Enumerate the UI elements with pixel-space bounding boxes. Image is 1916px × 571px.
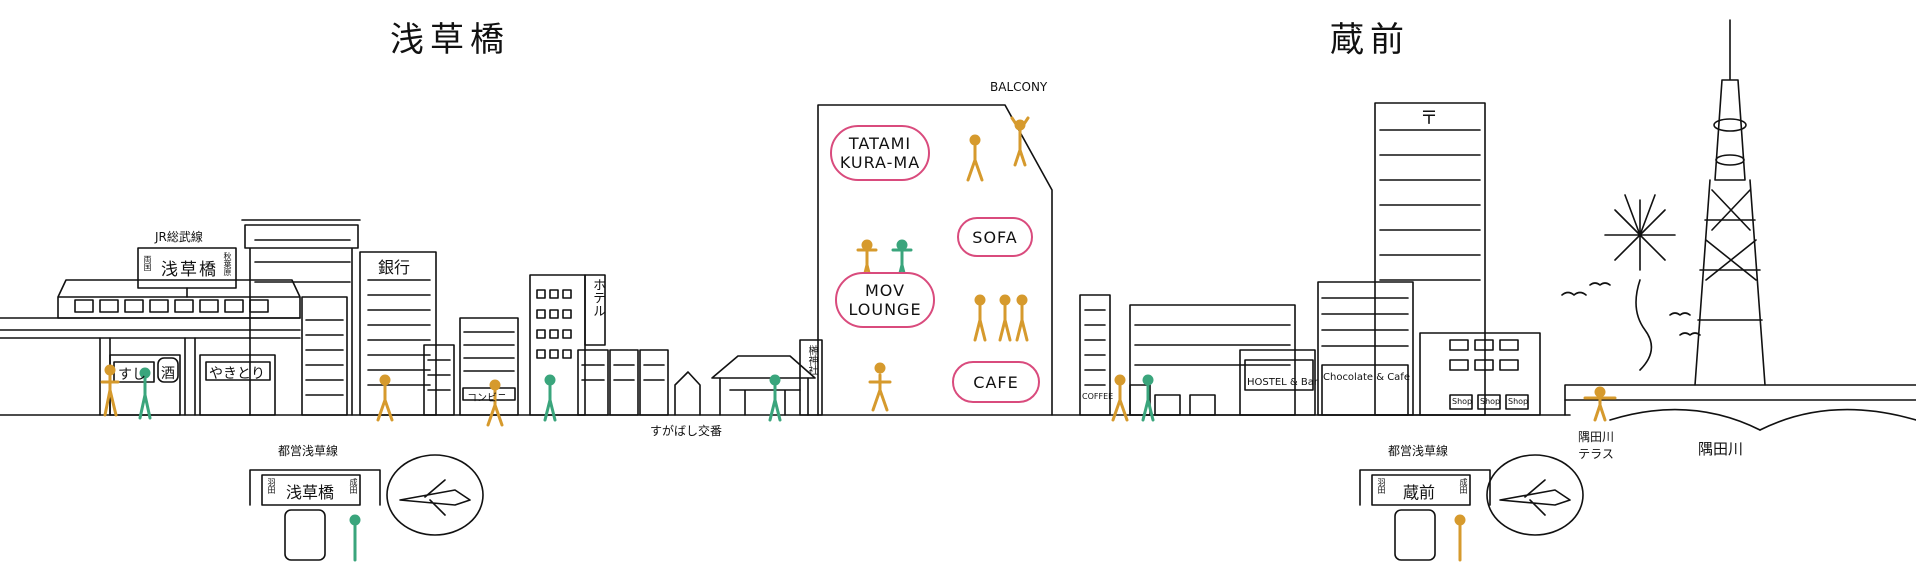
people-green [138,239,1155,562]
bank-label: 銀行 [378,258,411,277]
konbini-building [459,317,519,416]
subway-left [249,469,381,506]
toei-line-right-label: 都営浅草線 [1388,444,1449,458]
jr-train [57,279,301,319]
subway-right-from: 羽田 [1377,478,1386,494]
thought-cloud-left [386,454,484,536]
subway-left-name: 浅草橋 [286,483,335,502]
bank-building [359,251,437,416]
post-mark: 〒 [1420,108,1438,129]
jr-sign-right: 秋葉原 [223,252,232,276]
jr-line-label: JR総武線 [155,230,203,244]
tatami-kurama-pill: TATAMI KURA-MA [830,125,930,181]
chocolate-label: Chocolate & Cafe [1323,372,1410,383]
subway-right-to: 成田 [1459,478,1468,494]
thought-cloud-right [1486,454,1584,536]
cafe-label: CAFE [973,372,1019,392]
shop-label-3: Shop [1508,397,1529,406]
subway-left-from: 羽田 [267,478,276,494]
river-terrace-label: 隅田川 テラス [1578,430,1615,461]
mov-building [817,104,1053,416]
shrine-label: 榊神社 [806,345,817,375]
konbini-label: コンビニ [467,393,507,404]
balcony-label: BALCONY [990,80,1048,94]
area-title-kuramae: 蔵前 [1330,20,1410,60]
skytree [1714,19,1746,181]
toei-line-left-label: 都営浅草線 [278,444,339,458]
cafe-pill: CAFE [952,361,1040,403]
subway-right [1359,469,1491,506]
fireworks [1604,194,1676,371]
hostel-label: HOSTEL & Bar [1247,377,1318,388]
river-label: 隅田川 [1698,440,1744,458]
people [100,116,1617,562]
shop-label-2: Shop [1480,397,1501,406]
jr-sign-name: 浅草橋 [161,260,218,280]
hotel-label: ホテル [590,278,605,317]
sushi-label: すし [118,367,146,383]
sofa-pill: SOFA [957,217,1033,257]
coffee-label: COFFEE [1082,392,1114,401]
sugabashi-label: すがばし交番 [650,424,723,438]
mov-lounge-label: MOV LOUNGE [848,281,922,319]
mov-lounge-pill: MOV LOUNGE [835,272,935,328]
subway-right-name: 蔵前 [1403,483,1436,502]
sake-label: 酒 [161,366,175,382]
tatami-kurama-label: TATAMI KURA-MA [839,134,921,172]
yakitori-label: やきとり [209,366,265,382]
area-title-asakusabashi: 浅草橋 [390,20,510,60]
river-terrace [1564,384,1916,416]
jr-track [0,317,301,339]
sofa-label: SOFA [972,227,1018,247]
subway-left-to: 成田 [349,478,358,494]
shrine [711,355,816,379]
jr-sign-left: 両国 [143,255,152,271]
shop-label-1: Shop [1452,397,1473,406]
